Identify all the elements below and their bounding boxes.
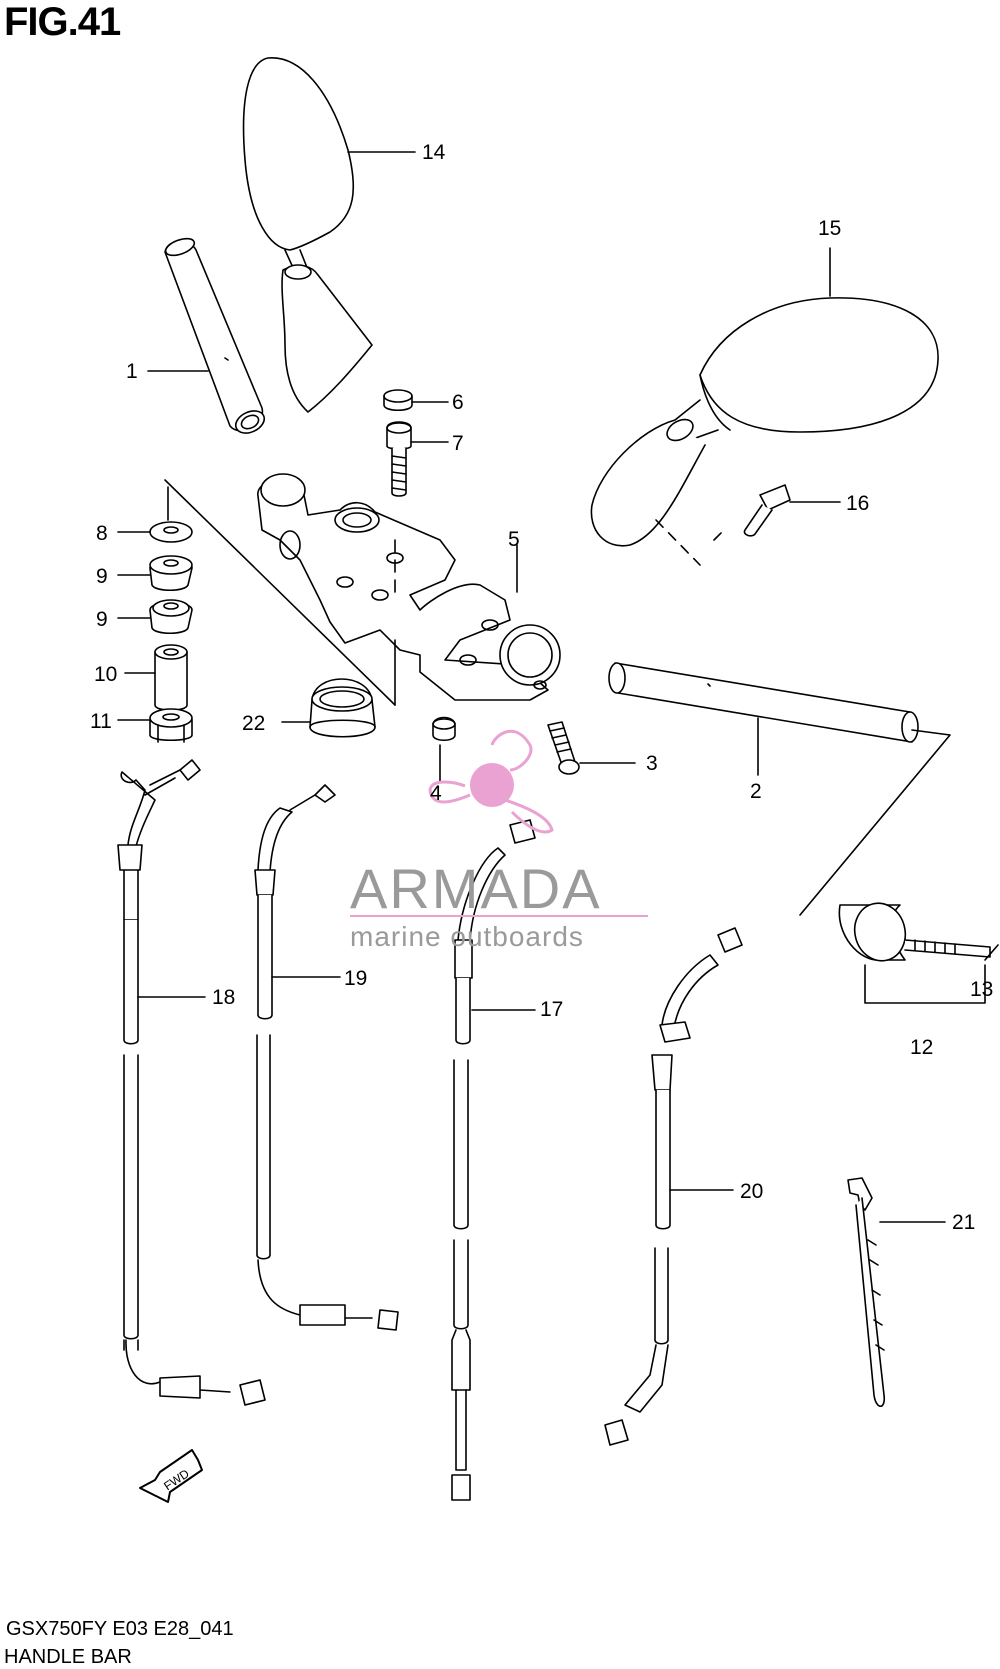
part-handlebar-left-pipe[interactable]: [164, 235, 268, 437]
callout-21[interactable]: 21: [952, 1211, 975, 1234]
callout-6[interactable]: 6: [452, 391, 464, 414]
callout-14[interactable]: 14: [422, 141, 446, 164]
watermark: ARMADA marine outboards: [350, 729, 648, 952]
callout-17[interactable]: 17: [540, 998, 563, 1021]
part-nut-11[interactable]: [149, 708, 193, 743]
watermark-brand: ARMADA: [350, 857, 602, 920]
part-cushion-9b[interactable]: [149, 599, 193, 635]
callout-9a[interactable]: 9: [96, 565, 108, 588]
callout-3[interactable]: 3: [646, 752, 658, 775]
part-cushion-9a[interactable]: [149, 555, 193, 592]
part-bolt-7[interactable]: [386, 421, 412, 497]
callout-4[interactable]: 4: [430, 782, 442, 805]
diagram-code: GSX750FY E03 E28_041: [6, 1618, 234, 1640]
part-screw-16[interactable]: [743, 484, 791, 537]
part-bolt-3[interactable]: [547, 721, 580, 775]
leader-13: [984, 944, 999, 961]
part-plug-22[interactable]: [309, 678, 376, 738]
callout-20[interactable]: 20: [740, 1180, 763, 1203]
leader-12: [864, 964, 986, 1004]
callout-9b[interactable]: 9: [96, 608, 108, 631]
callout-19[interactable]: 19: [344, 967, 367, 990]
guide-line-left: [164, 479, 396, 706]
callout-10[interactable]: 10: [94, 663, 117, 686]
diagram-name: HANDLE BAR: [4, 1646, 132, 1668]
part-handlebar-right-pipe[interactable]: [608, 662, 919, 743]
callout-1[interactable]: 1: [126, 360, 138, 383]
callout-16[interactable]: 16: [846, 492, 869, 515]
callout-2[interactable]: 2: [750, 780, 762, 803]
callout-8[interactable]: 8: [96, 522, 108, 545]
callout-22[interactable]: 22: [242, 712, 265, 735]
part-throttle-cable-19[interactable]: [254, 784, 399, 1331]
callout-15[interactable]: 15: [818, 217, 841, 240]
part-clutch-cable-17[interactable]: [451, 819, 536, 1501]
figure-title: FIG.41: [4, 0, 121, 44]
part-cable-tie-21[interactable]: [847, 1177, 886, 1408]
part-throttle-cable-18[interactable]: [117, 759, 266, 1406]
callout-5[interactable]: 5: [508, 528, 520, 551]
callout-7[interactable]: 7: [452, 432, 464, 455]
callout-13[interactable]: 13: [970, 978, 993, 1001]
part-spacer-10[interactable]: [154, 644, 188, 712]
part-mirror-left[interactable]: [242, 57, 373, 413]
callout-18[interactable]: 18: [212, 986, 235, 1009]
guide-line-mirror: [655, 519, 727, 566]
part-washer-8[interactable]: [149, 521, 193, 543]
part-cable-20[interactable]: [604, 927, 743, 1446]
part-cap[interactable]: [383, 389, 413, 412]
watermark-tagline: marine outboards: [350, 921, 584, 952]
fwd-arrow-icon: [139, 1449, 203, 1503]
propeller-logo-icon: [428, 729, 554, 834]
callout-12[interactable]: 12: [910, 1036, 933, 1059]
part-bolt-4[interactable]: [432, 716, 456, 742]
guide-line-right: [799, 729, 951, 916]
part-handlebar-holder[interactable]: [257, 473, 561, 701]
callout-11[interactable]: 11: [90, 710, 112, 733]
part-mirror-right[interactable]: [590, 297, 939, 547]
part-balancer-12[interactable]: [838, 898, 991, 967]
